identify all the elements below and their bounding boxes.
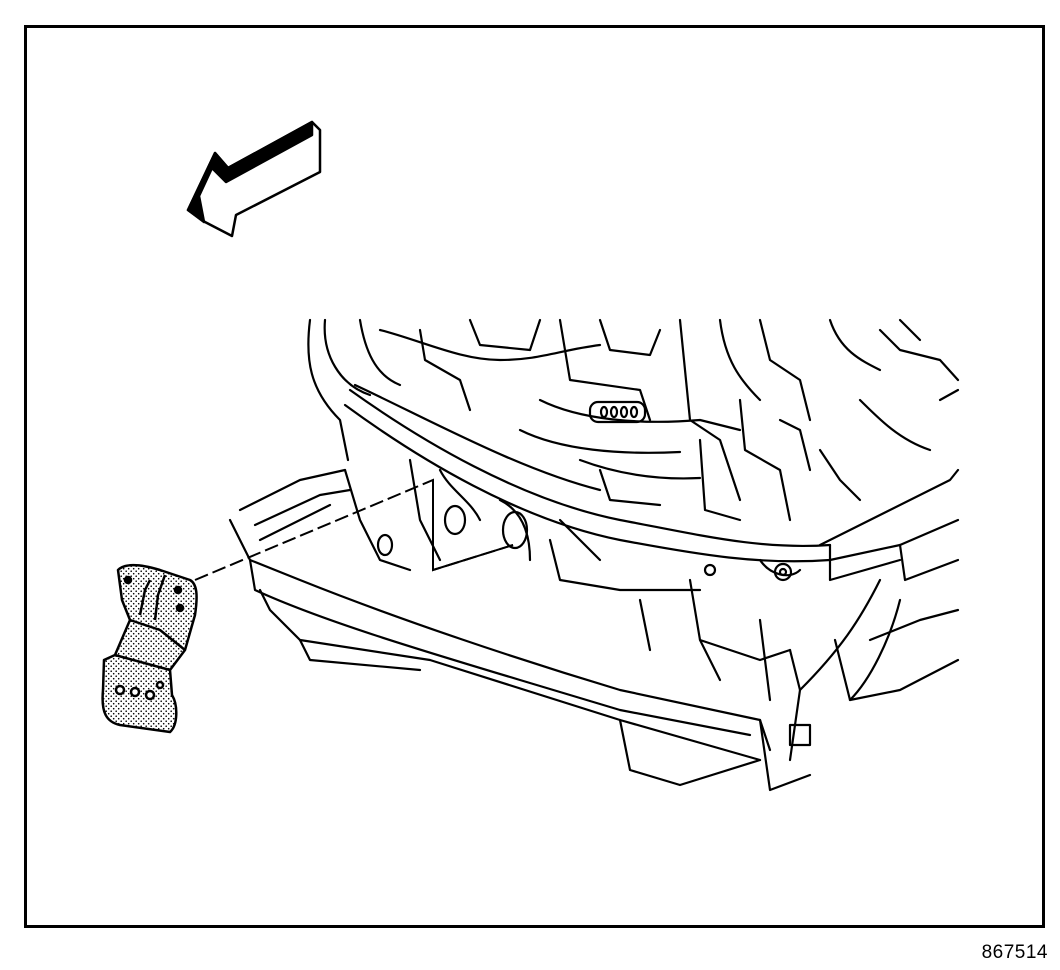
front-direction-arrow-icon [186,120,322,238]
vehicle-front-structure [228,318,960,792]
reinforcement-bracket-icon [101,563,198,734]
alignment-lines [194,478,514,581]
figure-number: 867514 [981,942,1048,963]
illustration-frame [24,25,1045,928]
